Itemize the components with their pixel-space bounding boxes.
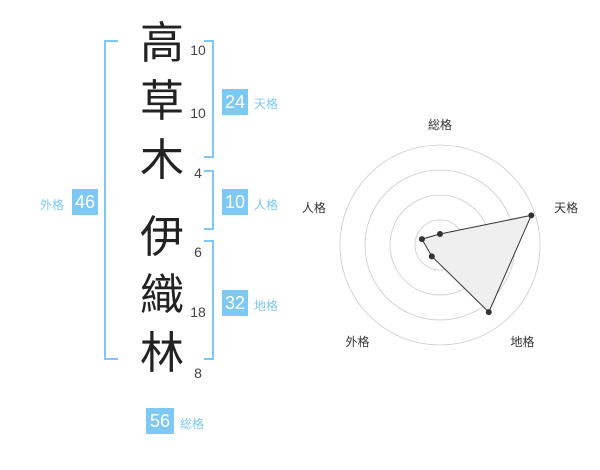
- soukaku-label: 総格: [180, 417, 205, 431]
- radar-area: [421, 214, 533, 313]
- name-char-5: 織: [140, 270, 184, 321]
- name-char-6: 林: [140, 328, 184, 379]
- name-char-2: 草: [140, 76, 184, 127]
- radar-axis-label-3: 地格: [511, 334, 535, 349]
- radar-axis-label-2: 天格: [554, 200, 578, 215]
- name-char-4: 伊: [140, 212, 184, 263]
- stroke-count-2: 10: [190, 105, 206, 121]
- radar-ring-4: [339, 144, 541, 346]
- radar-point-3: [485, 309, 492, 316]
- name-char-1: 高: [140, 18, 184, 69]
- radar-point-2: [528, 212, 535, 219]
- radar-axis-label-1: 総格: [428, 117, 452, 132]
- radar-axis-label-5: 人格: [302, 200, 326, 215]
- name-char-3: 木: [140, 135, 184, 186]
- stroke-count-1: 10: [190, 42, 206, 58]
- gaikaku-label: 外格: [40, 198, 65, 212]
- tenkaku-label: 天格: [254, 97, 279, 111]
- radar-axis-label-4: 外格: [345, 334, 369, 349]
- jinkaku-value: 10: [222, 189, 248, 215]
- stroke-count-3: 4: [194, 165, 202, 181]
- chikaku-label: 地格: [254, 299, 279, 313]
- stroke-count-4: 6: [194, 244, 202, 260]
- soukaku-value: 56: [146, 408, 174, 434]
- gaikaku-value: 46: [72, 189, 98, 215]
- chikaku-value: 32: [222, 290, 248, 316]
- radar-point-5: [418, 236, 425, 243]
- tenkaku-value: 24: [222, 89, 248, 115]
- jinkaku-label: 人格: [254, 198, 279, 212]
- radar-point-1: [437, 231, 443, 237]
- radar-point-4: [428, 253, 435, 260]
- stroke-count-5: 18: [190, 304, 206, 320]
- stroke-count-6: 8: [194, 365, 202, 381]
